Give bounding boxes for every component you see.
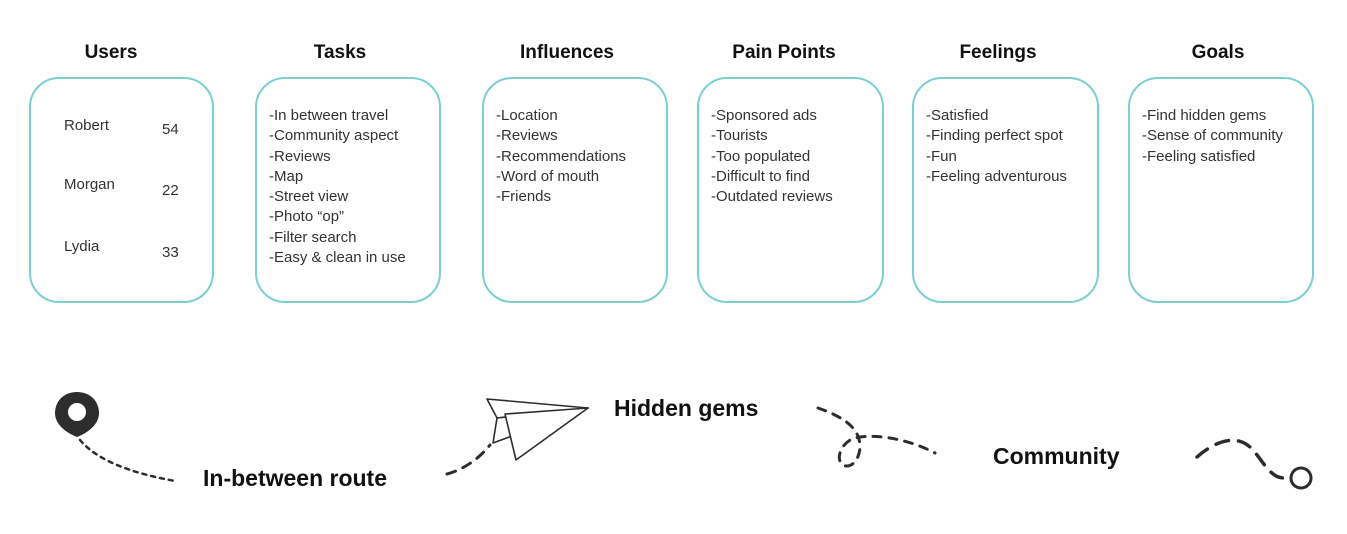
column-title-pain-points: Pain Points (732, 42, 836, 63)
dashed-loop-segment (816, 406, 937, 468)
goals-list: -Find hidden gems -Sense of community -F… (1142, 106, 1283, 167)
users-card: Robert 54 Morgan 22 Lydia 33 (29, 77, 214, 303)
goals-card: -Find hidden gems -Sense of community -F… (1128, 77, 1314, 303)
column-title-tasks: Tasks (313, 42, 367, 63)
paper-plane-icon (486, 398, 589, 461)
route-label-end: Community (993, 443, 1120, 469)
list-item: -Community aspect (269, 127, 399, 145)
pain-points-list: -Sponsored ads -Tourists -Too populated … (711, 106, 833, 207)
column-title-feelings: Feelings (959, 42, 1037, 63)
tasks-card: -In between travel -Community aspect -Re… (255, 77, 441, 303)
feelings-card: -Satisfied -Finding perfect spot -Fun -F… (912, 77, 1099, 303)
feelings-list: -Satisfied -Finding perfect spot -Fun -F… (926, 106, 1067, 187)
list-item: -Street view (269, 188, 349, 206)
tasks-list: -In between travel -Community aspect -Re… (269, 106, 406, 268)
list-item: -Word of mouth (496, 167, 600, 185)
list-item: -Outdated reviews (711, 188, 833, 206)
route-label-start: In-between route (203, 465, 388, 491)
dotted-route-segment (78, 438, 177, 483)
list-item: -Finding perfect spot (926, 127, 1063, 145)
user-age: 33 (162, 244, 179, 261)
user-age: 54 (162, 121, 179, 138)
list-item: -Filter search (269, 228, 357, 246)
route-label-middle: Hidden gems (614, 395, 759, 421)
list-item: -Feeling satisfied (1142, 147, 1256, 165)
list-item: -Friends (496, 188, 552, 206)
list-item: -Satisfied (926, 107, 989, 124)
list-item: -Too populated (711, 147, 811, 165)
influences-card: -Location -Reviews -Recommendations -Wor… (482, 77, 668, 303)
end-circle-icon (1289, 466, 1313, 490)
column-title-users: Users (84, 42, 138, 63)
pain-points-card: -Sponsored ads -Tourists -Too populated … (697, 77, 884, 303)
user-name: Lydia (64, 238, 100, 255)
influences-list: -Location -Reviews -Recommendations -Wor… (496, 106, 626, 207)
list-item: -Reviews (496, 127, 558, 145)
map-pin-icon (55, 392, 99, 437)
list-item: -Reviews (269, 147, 331, 165)
dashed-end-segment (1195, 438, 1294, 480)
list-item: -Recommendations (496, 147, 627, 165)
list-item: -Sponsored ads (711, 107, 817, 124)
list-item: -Photo “op” (269, 208, 345, 226)
list-item: -Map (269, 167, 304, 185)
column-title-influences: Influences (520, 42, 614, 63)
user-age: 22 (162, 182, 179, 199)
user-name: Morgan (64, 176, 115, 193)
list-item: -Fun (926, 147, 957, 165)
list-item: -Difficult to find (711, 167, 810, 185)
list-item: -Sense of community (1142, 127, 1283, 145)
column-title-goals: Goals (1191, 42, 1245, 63)
list-item: -Tourists (711, 127, 768, 145)
list-item: -Feeling adventurous (926, 167, 1067, 185)
user-name: Robert (64, 117, 110, 134)
list-item: -Easy & clean in use (269, 249, 406, 267)
list-item: -Find hidden gems (1142, 107, 1267, 124)
dashed-route-segment (445, 443, 492, 476)
list-item: -Location (496, 107, 558, 124)
list-item: -In between travel (269, 107, 389, 124)
